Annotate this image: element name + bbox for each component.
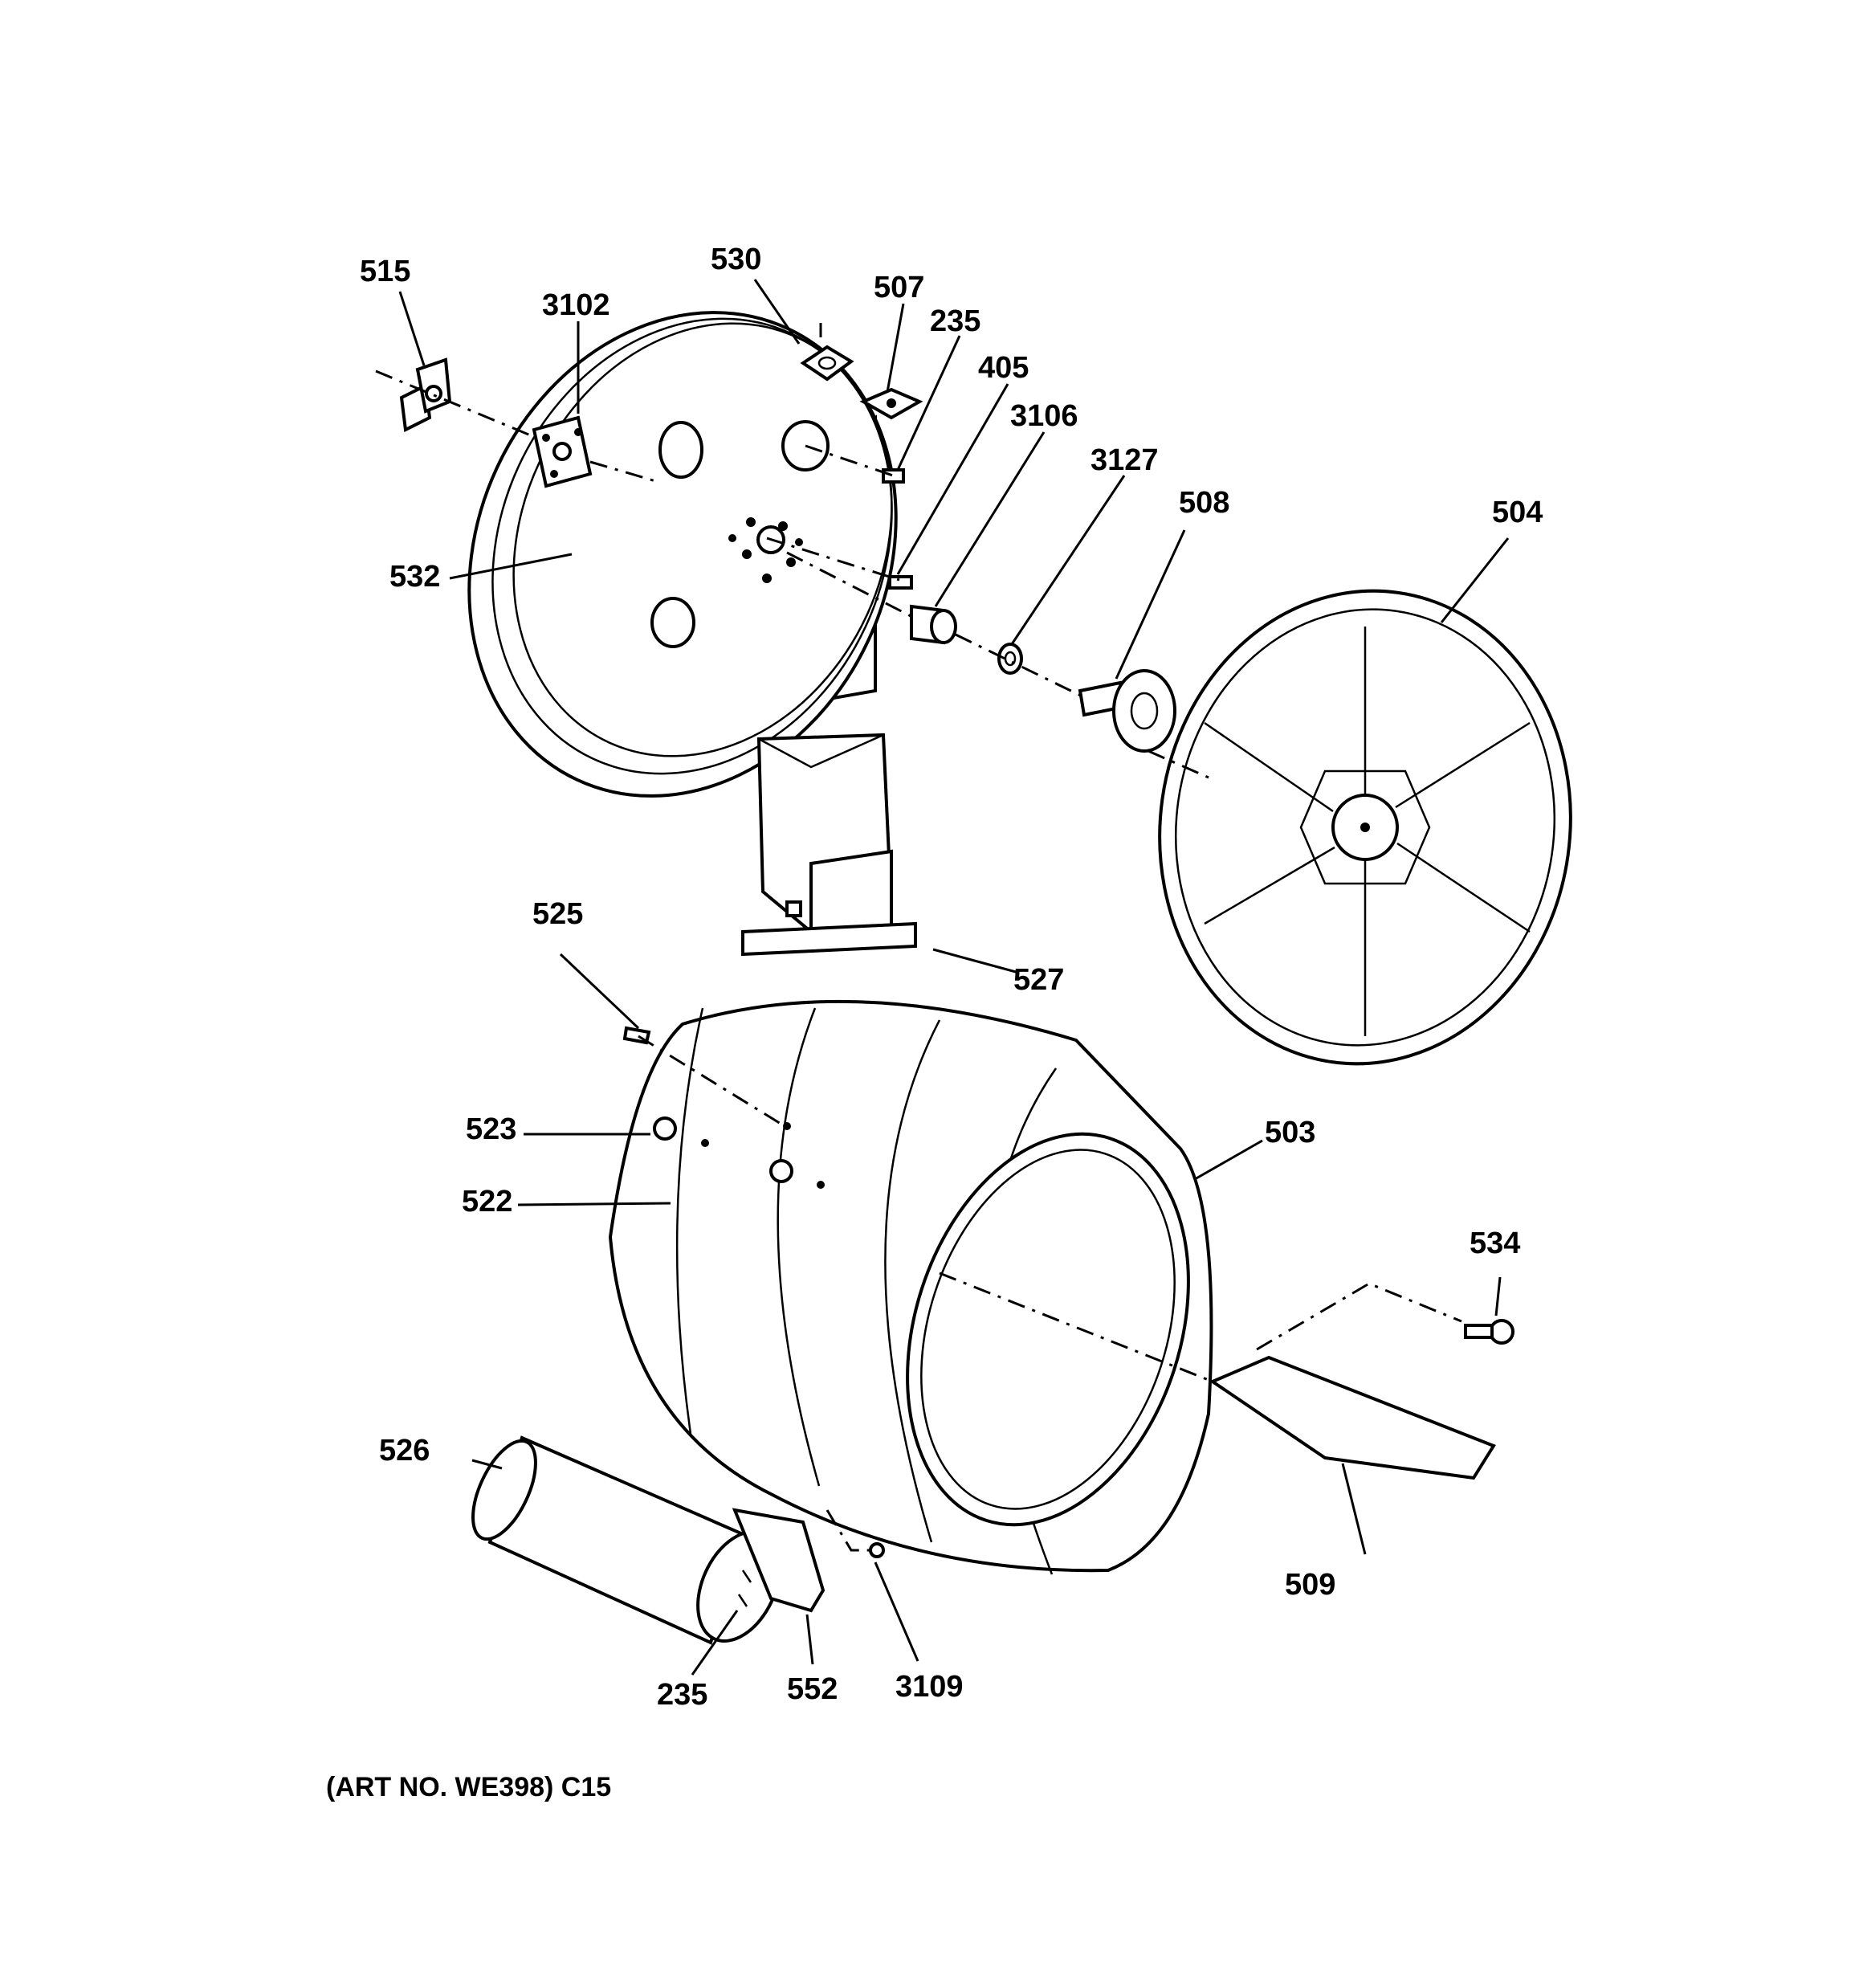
duct-527 (741, 733, 917, 957)
callout-235-bottom: 235 (657, 1678, 707, 1712)
callout-532: 532 (389, 560, 440, 594)
callout-534: 534 (1470, 1227, 1520, 1260)
callout-235-top: 235 (930, 304, 980, 338)
callout-3109: 3109 (895, 1670, 964, 1704)
screw-534 (1464, 1319, 1514, 1345)
callout-503: 503 (1265, 1116, 1315, 1149)
callout-530: 530 (711, 243, 761, 276)
callout-507: 507 (874, 271, 924, 304)
callout-504: 504 (1492, 496, 1543, 529)
callout-405: 405 (978, 351, 1029, 385)
callout-515: 515 (360, 255, 410, 288)
assembly-lines (375, 369, 1462, 1552)
heater-526 (471, 1435, 826, 1645)
thermostat-530 (800, 323, 854, 382)
callout-552: 552 (787, 1672, 838, 1706)
bracket-515 (399, 357, 452, 433)
screw-3109 (869, 1542, 885, 1558)
callout-3127: 3127 (1090, 443, 1159, 477)
callout-525: 525 (532, 897, 583, 931)
bearing-3106 (910, 604, 957, 645)
callout-509: 509 (1285, 1568, 1335, 1602)
screw-235-top (882, 468, 905, 484)
washer-3127 (997, 643, 1023, 675)
art-number-caption: (ART NO. WE398) C15 (326, 1772, 612, 1802)
callout-522: 522 (462, 1185, 512, 1219)
bearing-plate-3102 (532, 415, 593, 488)
callout-3102: 3102 (542, 288, 610, 322)
screw-405 (888, 575, 913, 590)
thermal-fuse-507 (859, 387, 923, 420)
callout-527: 527 (1013, 963, 1064, 997)
baffle-509 (1209, 1355, 1496, 1480)
callout-526: 526 (379, 1434, 430, 1468)
drum-503 (608, 999, 1213, 1575)
drum-back-504 (1158, 589, 1572, 1066)
leader-lines (398, 279, 1510, 1676)
callout-523: 523 (466, 1112, 516, 1146)
callout-508: 508 (1179, 486, 1229, 520)
shaft-508 (1078, 669, 1176, 753)
callout-3106: 3106 (1010, 399, 1078, 433)
